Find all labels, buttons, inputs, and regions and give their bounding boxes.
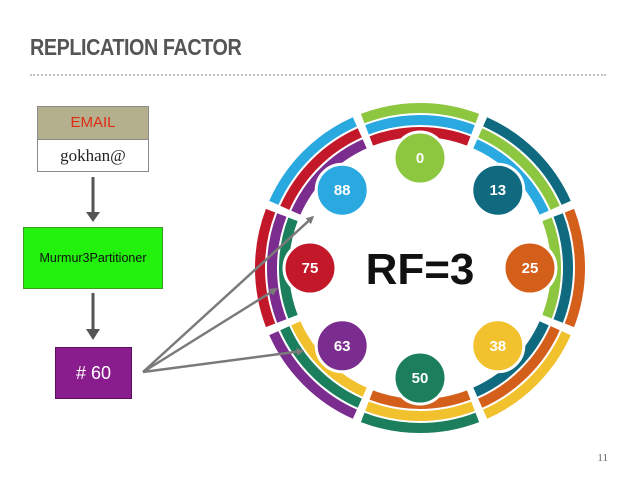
- page-number: 11: [597, 452, 608, 464]
- ring-band-segment: [553, 213, 573, 323]
- ring-node-label-88: 88: [334, 182, 351, 199]
- email-box-header: EMAIL: [38, 107, 148, 140]
- replica-arrow-63: [142, 347, 305, 374]
- email-box-value: gokhan@: [60, 146, 126, 165]
- ring-node-label-13: 13: [489, 182, 506, 199]
- replica-arrow-88: [142, 215, 315, 373]
- ring-band-segment: [269, 331, 357, 419]
- ring-node-label-38: 38: [489, 338, 506, 355]
- ring-node-25: [502, 240, 558, 296]
- ring-node-label-25: 25: [522, 260, 539, 277]
- ring-band-segment: [478, 326, 560, 408]
- ring-node-75: [282, 240, 338, 296]
- ring-band-segment: [360, 102, 480, 124]
- ring-node-88: [314, 162, 370, 218]
- ring-band-segment: [365, 115, 475, 135]
- ring-band-segment: [267, 213, 287, 323]
- ring-node-label-75: 75: [302, 260, 319, 277]
- ring-band-segment: [483, 117, 571, 205]
- arrowhead-partitioner-to-token: [86, 329, 100, 340]
- ring-node-label-50: 50: [412, 370, 429, 387]
- ring-node-38: [470, 318, 526, 374]
- ring-band-segment: [365, 401, 475, 421]
- ring-band-segment: [478, 128, 560, 210]
- ring-nodes: 0 13 25 38 50 63 75 88: [282, 130, 558, 406]
- ring-node-0: [392, 130, 448, 186]
- ring-band-segment: [269, 117, 357, 205]
- token-box: # 60: [55, 347, 132, 399]
- replica-arrows: [142, 215, 315, 374]
- replication-factor-label: RF=3: [366, 245, 475, 294]
- flow-arrows: [86, 177, 100, 340]
- ring-band-segment: [254, 208, 276, 328]
- ring-band-segment: [280, 326, 362, 408]
- ring-node-63: [314, 318, 370, 374]
- ring-band-segment: [483, 331, 571, 419]
- title-divider: [30, 74, 606, 76]
- slide-title: REPLICATION FACTOR: [30, 34, 242, 60]
- arrowhead-email-to-partitioner: [86, 212, 100, 222]
- ring-node-50: [392, 350, 448, 406]
- email-box: EMAIL gokhan@: [37, 106, 149, 172]
- partitioner-box: Murmur3Partitioner: [23, 227, 163, 289]
- ring-band-segment: [280, 128, 362, 210]
- ring-node-13: [470, 162, 526, 218]
- ring-band-segment: [564, 208, 586, 328]
- ring-node-label-0: 0: [416, 150, 424, 167]
- replica-arrow-75: [142, 288, 278, 374]
- ring-node-label-63: 63: [334, 338, 351, 355]
- ring-band-segment: [360, 412, 480, 434]
